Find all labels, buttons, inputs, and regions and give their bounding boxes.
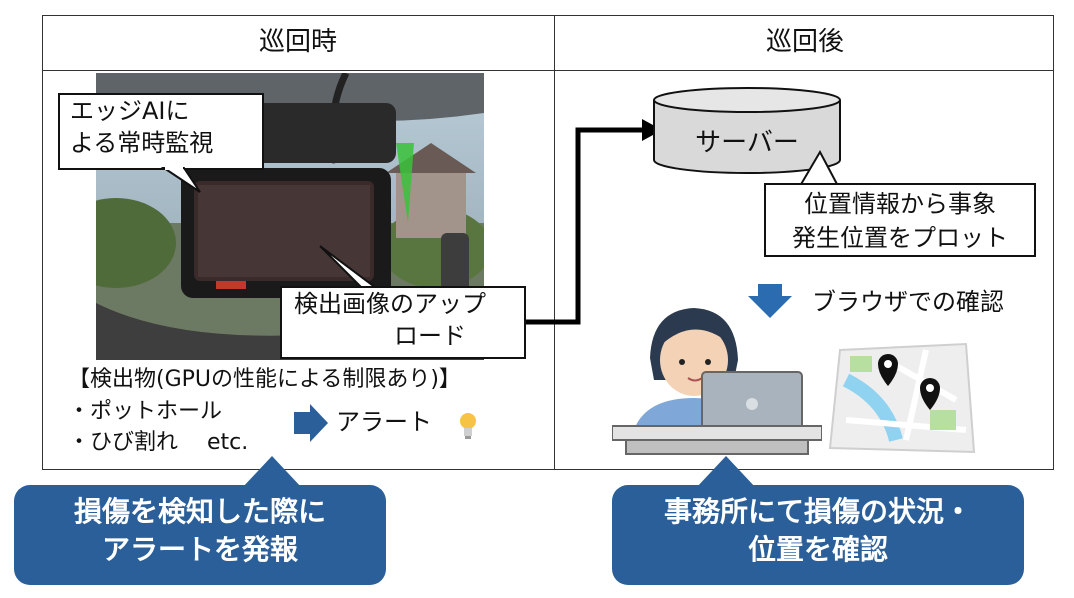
edge-ai-callout: エッジAIに よる常時監視 [58,93,264,170]
edge-ai-callout-line2: よる常時監視 [70,129,214,157]
column-divider [554,15,555,470]
server-label: サーバー [695,128,799,158]
badge-right-line1: 事務所にて損傷の状況・ [663,495,972,528]
header-divider [42,70,1054,71]
upload-callout: 検出画像のアップ ロード [280,286,526,359]
upload-callout-line1: 検出画像のアップ [294,290,486,318]
upload-callout-line2: ロード [394,322,466,350]
upload-callout-tail [319,245,378,289]
map-icon [828,342,976,454]
detected-item-pothole: ・ポットホール [68,399,223,424]
header-after-patrol: 巡回後 [765,27,844,57]
badge-left-line2: アラートを発報 [101,533,298,566]
office-worker-illustration [612,308,822,455]
badge-right: 事務所にて損傷の状況・ 位置を確認 [612,485,1024,585]
dashcam-photo-drawing [96,73,484,360]
detected-objects-title: 【検出物(GPUの性能による制限あり)】 [68,367,461,392]
upload-connector-arrow [526,119,662,325]
detected-item-crack: ・ひび割れ etc. [68,430,249,455]
edge-ai-callout-tail [160,166,201,193]
header-during-patrol: 巡回時 [258,27,337,57]
alert-label: アラート [336,408,432,436]
plot-callout: 位置情報から事象 発生位置をプロット [764,183,1036,257]
plot-callout-line2: 発生位置をプロット [792,224,1008,252]
plot-callout-line1: 位置情報から事象 [804,190,996,218]
badge-right-line2: 位置を確認 [747,533,888,566]
badge-left: 損傷を検知した際に アラートを発報 [14,485,386,585]
badge-right-pointer [696,456,756,488]
server-cylinder-icon [653,87,841,174]
down-arrow-icon [748,284,792,318]
browser-check-label: ブラウザでの確認 [812,288,1004,316]
comparison-table [42,15,1054,470]
lightbulb-icon [460,413,476,439]
edge-ai-callout-line1: エッジAIに [70,97,190,125]
badge-left-pointer [242,456,302,488]
badge-left-line1: 損傷を検知した際に [73,495,326,528]
alert-arrow-icon [294,404,328,442]
